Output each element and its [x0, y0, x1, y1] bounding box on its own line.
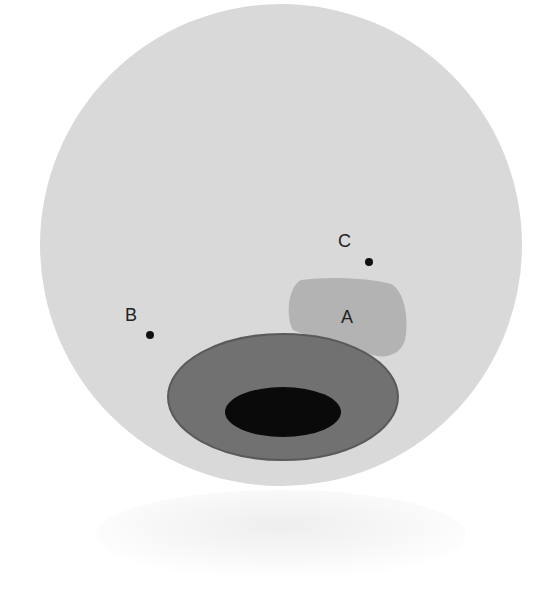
reflection	[96, 490, 466, 580]
region-label: A	[341, 308, 353, 328]
sphere	[40, 4, 522, 486]
point-label: B	[125, 306, 137, 326]
point-label: C	[338, 232, 351, 252]
point-dot	[365, 258, 373, 266]
outer-crater	[168, 334, 398, 460]
point-dot	[146, 331, 154, 339]
inner-crater	[225, 387, 341, 437]
